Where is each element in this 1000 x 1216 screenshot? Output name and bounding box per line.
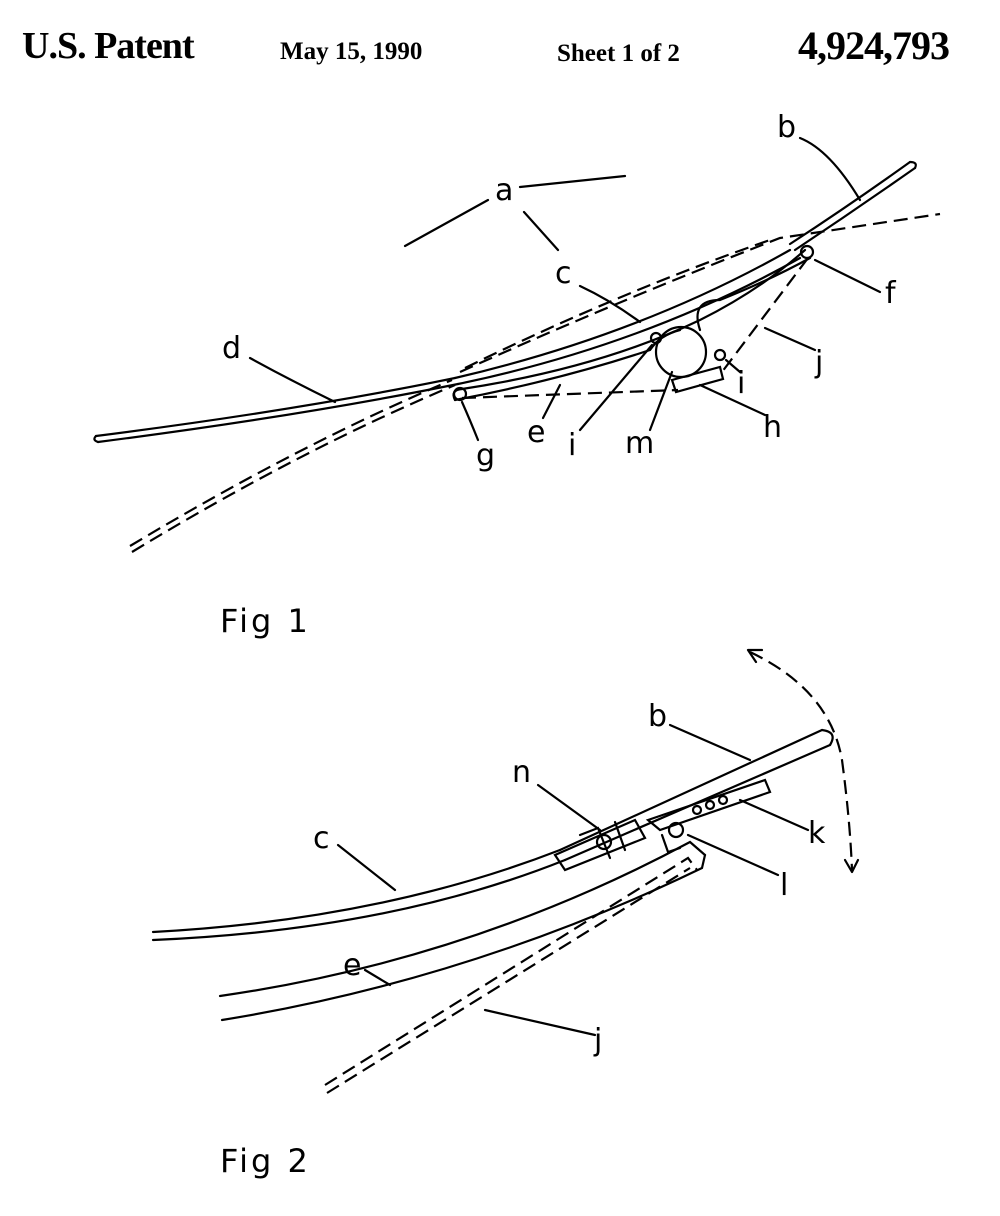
strap-j bbox=[721, 257, 809, 373]
figure-1: a b c d e f g h i i j m Fig 1 bbox=[93, 110, 941, 640]
roller-m bbox=[654, 325, 708, 379]
member-c bbox=[453, 248, 792, 380]
label-j: j bbox=[814, 345, 823, 380]
label-i: i bbox=[568, 428, 576, 463]
figure-2-caption: Fig 2 bbox=[220, 1142, 311, 1180]
label-e: e bbox=[527, 415, 545, 450]
sheet-number: Sheet 1 of 2 bbox=[557, 40, 680, 67]
label-h: h bbox=[763, 410, 782, 445]
figure-1-caption: Fig 1 bbox=[220, 602, 311, 640]
member-c bbox=[151, 848, 562, 934]
label-b: b bbox=[648, 699, 667, 734]
plate-h bbox=[670, 365, 725, 394]
label-n: n bbox=[512, 755, 531, 790]
label-b: b bbox=[777, 110, 796, 145]
member-d bbox=[94, 376, 457, 438]
pivot-l bbox=[667, 821, 685, 839]
label-e: e bbox=[343, 948, 361, 983]
label-l: l bbox=[780, 868, 788, 903]
label-c: c bbox=[555, 256, 572, 291]
label-m: m bbox=[625, 426, 654, 461]
alternate-position-d bbox=[131, 383, 456, 553]
label-k: k bbox=[808, 816, 826, 851]
label-j: j bbox=[593, 1023, 602, 1058]
strap-j bbox=[324, 856, 698, 1086]
plate-k bbox=[645, 778, 772, 832]
member-b bbox=[788, 160, 912, 246]
pin-i bbox=[713, 348, 727, 362]
member-e bbox=[453, 328, 682, 402]
label-a: a bbox=[495, 173, 513, 208]
alternate-position-b bbox=[459, 212, 941, 374]
label-d: d bbox=[222, 331, 241, 366]
label-f: f bbox=[885, 276, 897, 311]
swing-arrow bbox=[749, 651, 854, 871]
figure-2: n b k l c e j Fig 2 bbox=[151, 648, 860, 1180]
pivot-g bbox=[452, 386, 468, 402]
pivot-f bbox=[799, 244, 815, 260]
member-b bbox=[558, 728, 824, 852]
patent-title: U.S. Patent bbox=[22, 25, 195, 67]
patent-date: May 15, 1990 bbox=[280, 38, 423, 65]
patent-number: 4,924,793 bbox=[798, 23, 950, 68]
label-i: i bbox=[737, 366, 745, 401]
clamp-n bbox=[553, 818, 647, 872]
label-c: c bbox=[313, 821, 330, 856]
member-e bbox=[218, 840, 707, 998]
label-g: g bbox=[476, 438, 495, 473]
